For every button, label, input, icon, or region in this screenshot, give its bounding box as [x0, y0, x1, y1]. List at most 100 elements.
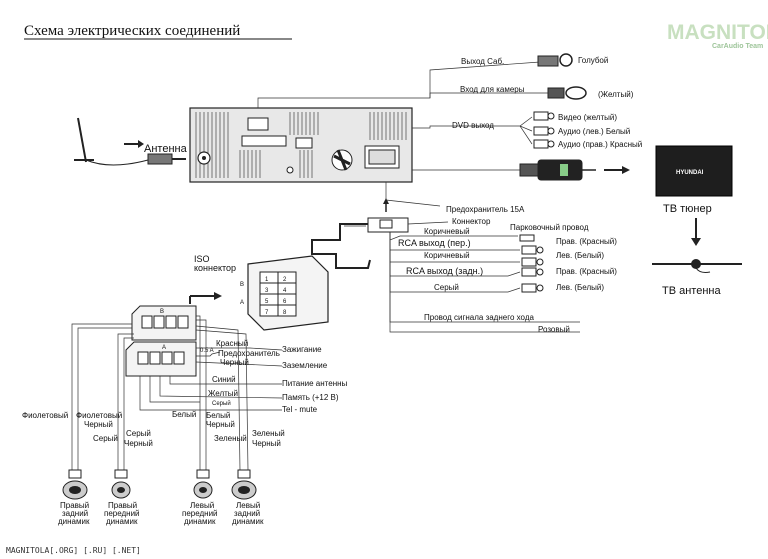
spk-green-black-label-2: Черный [252, 439, 281, 448]
ground-label: Заземление [282, 361, 328, 370]
plug-a-power [125, 341, 197, 377]
power-blue-label: Синий [212, 375, 236, 384]
spk-rf-label-2: передний [104, 509, 140, 518]
rca-rear-right-label: Прав. (Красный) [556, 267, 617, 276]
logo-subtext: CarAudio Team [712, 43, 763, 50]
sub-out-color: Голубой [578, 56, 608, 65]
spk-rf-label-1: Правый [108, 501, 137, 510]
camera-in-label: Вход для камеры [460, 85, 525, 94]
spk-rr-label-2: задний [62, 509, 88, 518]
logo-text: MAGNITOLA [667, 21, 768, 44]
sub-out-connector [537, 53, 573, 67]
spk-white-black-label-2: Черный [206, 420, 235, 429]
iso-pin: 6 [283, 299, 287, 305]
iso-pin: 1 [265, 277, 269, 283]
ignition-label: Зажигание [282, 345, 322, 354]
iso-pin: 5 [265, 299, 269, 305]
power-white-label: Белый [172, 410, 196, 419]
spk-plug-right-rear [62, 469, 88, 500]
camera-in-connector [547, 86, 587, 100]
audio-right-label: Аудио (прав.) Красный [558, 140, 642, 149]
rca-brown2-label: Коричневый [424, 251, 470, 260]
spk-rr-label-3: динамик [58, 517, 90, 526]
spk-plug-right-front [111, 469, 131, 499]
tv-antenna-icon [652, 259, 742, 273]
plug-a-label: A [162, 345, 166, 351]
spk-violet-black-label-2: Черный [84, 420, 113, 429]
iso-side-a: A [240, 300, 244, 306]
spk-violet-black-label: Фиолетовый [76, 411, 122, 420]
connector-label: Коннектор [452, 217, 491, 226]
iso-pin: 8 [283, 310, 287, 316]
parking-plug [519, 234, 535, 242]
rca-rear-label: RCA выход (задн.) [406, 266, 483, 276]
spk-grey-black-label-2: Черный [124, 439, 153, 448]
iso-pin: 2 [283, 277, 287, 283]
audio-left-label: Аудио (лев.) Белый [558, 127, 630, 136]
sub-out-label: Выход Саб. [461, 57, 504, 66]
dvd-out-label: DVD выход [452, 121, 494, 130]
dvd-out-connectors [533, 111, 555, 149]
spk-lr-label-1: Левый [236, 501, 260, 510]
magnitola-logo: MAGNITOLA CarAudio Team [667, 21, 768, 50]
fuse15-label: Предохранитель 15А [446, 205, 525, 214]
spk-white-black-label: Белый [206, 411, 230, 420]
rca-rear-left-label: Лев. (Белый) [556, 283, 604, 292]
page-title: Схема электрических соединений [24, 23, 240, 39]
camera-in-color: (Желтый) [598, 90, 634, 99]
tv-tuner-box: HYUNDAI [655, 145, 733, 197]
spk-violet-label: Фиолетовый [22, 411, 68, 420]
antenna-label: Антенна [144, 143, 188, 155]
spk-green-black-label: Зеленый [252, 429, 285, 438]
spk-plug-left-rear [231, 469, 257, 500]
reverse-wire-label: Провод сигнала заднего хода [424, 313, 534, 322]
spk-rf-label-3: динамик [106, 517, 138, 526]
tv-antenna-label: ТВ антенна [662, 285, 721, 297]
spk-rr-label-1: Правый [60, 501, 89, 510]
tv-tuner-plug [519, 159, 596, 181]
rca-front-left-label: Лев. (Белый) [556, 251, 604, 260]
rca-brown-label: Коричневый [424, 227, 470, 236]
rca-grey-label: Серый [434, 283, 459, 292]
power-fuse-label: Предохранитель [218, 349, 280, 358]
tv-brand: HYUNDAI [676, 170, 704, 176]
power-red-label: Красный [216, 339, 248, 348]
iso-connector [247, 255, 329, 331]
antenna-icon [74, 117, 186, 166]
plug-b-label: B [160, 309, 164, 315]
power-grey-label: Серый [212, 400, 231, 407]
rca-rear-plugs [521, 267, 544, 293]
power-yellow-label: Желтый [208, 389, 238, 398]
rca-front-right-label: Прав. (Красный) [556, 237, 617, 246]
tel-mute-label: Tel - mute [282, 405, 318, 414]
spk-lr-label-3: динамик [232, 517, 264, 526]
spk-plug-left-front [193, 469, 213, 499]
rca-front-plugs [521, 245, 544, 267]
spk-lf-label-2: передний [182, 509, 218, 518]
video-label: Видео (желтый) [558, 113, 617, 122]
rca-front-label: RCA выход (пер.) [398, 238, 471, 248]
memory-label: Память (+12 В) [282, 393, 339, 402]
parking-wire-label: Парковочный провод [510, 223, 589, 232]
iso-side-b: B [240, 282, 244, 288]
iso-pin: 4 [283, 288, 287, 294]
spk-lr-label-2: задний [234, 509, 260, 518]
footer-text: MAGNITOLA[.ORG] [.RU] [.NET] [6, 546, 141, 555]
spk-lf-label-1: Левый [190, 501, 214, 510]
pink-wire-label: Розовый [538, 325, 570, 334]
head-unit [189, 107, 413, 183]
tv-tuner-label: ТВ тюнер [663, 203, 712, 215]
iso-label: ISO [194, 254, 210, 264]
spk-grey-label: Серый [93, 434, 118, 443]
fuse-amp-label: 0.5 A [200, 348, 214, 354]
power-black-label: Черный [220, 358, 249, 367]
iso-pin: 7 [265, 310, 269, 316]
spk-lf-label-3: динамик [184, 517, 216, 526]
spk-grey-black-label: Серый [126, 429, 151, 438]
iso-pin: 3 [265, 288, 269, 294]
plug-b-speakers [131, 305, 197, 341]
iso-label-2: коннектор [194, 263, 236, 273]
antenna-power-label: Питание антенны [282, 379, 348, 388]
